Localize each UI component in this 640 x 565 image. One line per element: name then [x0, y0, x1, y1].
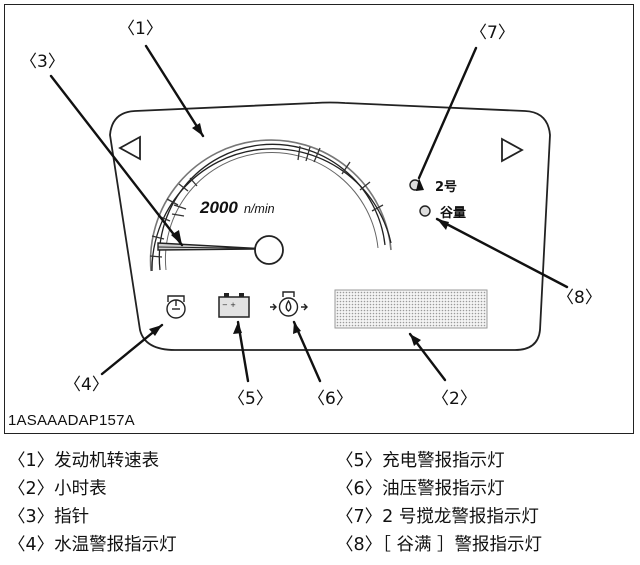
battery-symbols: − + [222, 301, 236, 309]
legend: 〈1〉发动机转速表 〈2〉小时表 〈3〉指针 〈4〉水温警报指示灯 〈5〉充电警… [0, 446, 640, 565]
legend-number: 〈2〉 [8, 479, 55, 499]
instrument-panel-figure: 2000 n/min − + [4, 4, 634, 434]
legend-number: 〈1〉 [8, 451, 55, 471]
tachometer-needle [157, 235, 284, 265]
battery-warning-icon: − + [218, 293, 250, 318]
callout-3: 〈3〉 [20, 52, 65, 72]
legend-number: 〈4〉 [8, 535, 55, 555]
legend-item: 〈6〉油压警报指示灯 [336, 478, 505, 500]
grain-full-lamp-label: 谷量 [440, 205, 466, 221]
leader-arrowheads [149, 123, 449, 346]
legend-item: 〈4〉水温警报指示灯 [8, 534, 177, 556]
legend-text: 油压警报指示灯 [382, 479, 505, 499]
figure-frame [4, 4, 634, 434]
grain-full-warning-lamp [419, 205, 431, 217]
legend-number: 〈8〉 [336, 535, 383, 555]
legend-text: 小时表 [54, 479, 107, 499]
callout-6: 〈6〉 [308, 389, 353, 409]
legend-item: 〈8〉［ 谷满 ］警报指示灯 [336, 534, 542, 556]
legend-number: 〈6〉 [336, 479, 383, 499]
callout-4: 〈4〉 [64, 375, 109, 395]
legend-text: 指针 [54, 507, 90, 527]
legend-text: 2 号搅龙警报指示灯 [382, 507, 539, 527]
right-arrow-icon [501, 137, 524, 163]
legend-item: 〈3〉指针 [8, 506, 89, 528]
oil-pressure-warning-icon [270, 291, 308, 317]
legend-item: 〈7〉2 号搅龙警报指示灯 [336, 506, 539, 528]
legend-item: 〈5〉充电警报指示灯 [336, 450, 505, 472]
legend-number: 〈5〉 [336, 451, 383, 471]
leader-lines [49, 44, 569, 383]
left-arrow-icon [118, 135, 141, 161]
panel-outline [109, 101, 551, 351]
instrument-panel-diagram: 2000 n/min − + [20, 19, 602, 409]
callout-8: 〈8〉 [557, 288, 602, 308]
legend-text: 发动机转速表 [54, 451, 160, 471]
water-temperature-warning-icon [166, 295, 186, 319]
callout-7: 〈7〉 [470, 23, 515, 43]
rpm-unit: n/min [244, 202, 275, 216]
rpm-label: 2000 [199, 198, 238, 217]
legend-text: 充电警报指示灯 [382, 451, 505, 471]
legend-item: 〈1〉发动机转速表 [8, 450, 159, 472]
legend-text: 水温警报指示灯 [54, 535, 177, 555]
tachometer-ticks [149, 145, 384, 258]
hour-meter-display [334, 289, 488, 329]
legend-number: 〈3〉 [8, 507, 55, 527]
figure-reference-code: 1ASAAADAP157A [8, 412, 135, 429]
callout-1: 〈1〉 [118, 19, 163, 39]
auger-lamp-label: 2号 [435, 180, 457, 195]
callout-2: 〈2〉 [432, 389, 477, 409]
legend-item: 〈2〉小时表 [8, 478, 107, 500]
legend-text: ［ 谷满 ］警报指示灯 [382, 535, 543, 555]
legend-number: 〈7〉 [336, 507, 383, 527]
callout-5: 〈5〉 [228, 389, 273, 409]
